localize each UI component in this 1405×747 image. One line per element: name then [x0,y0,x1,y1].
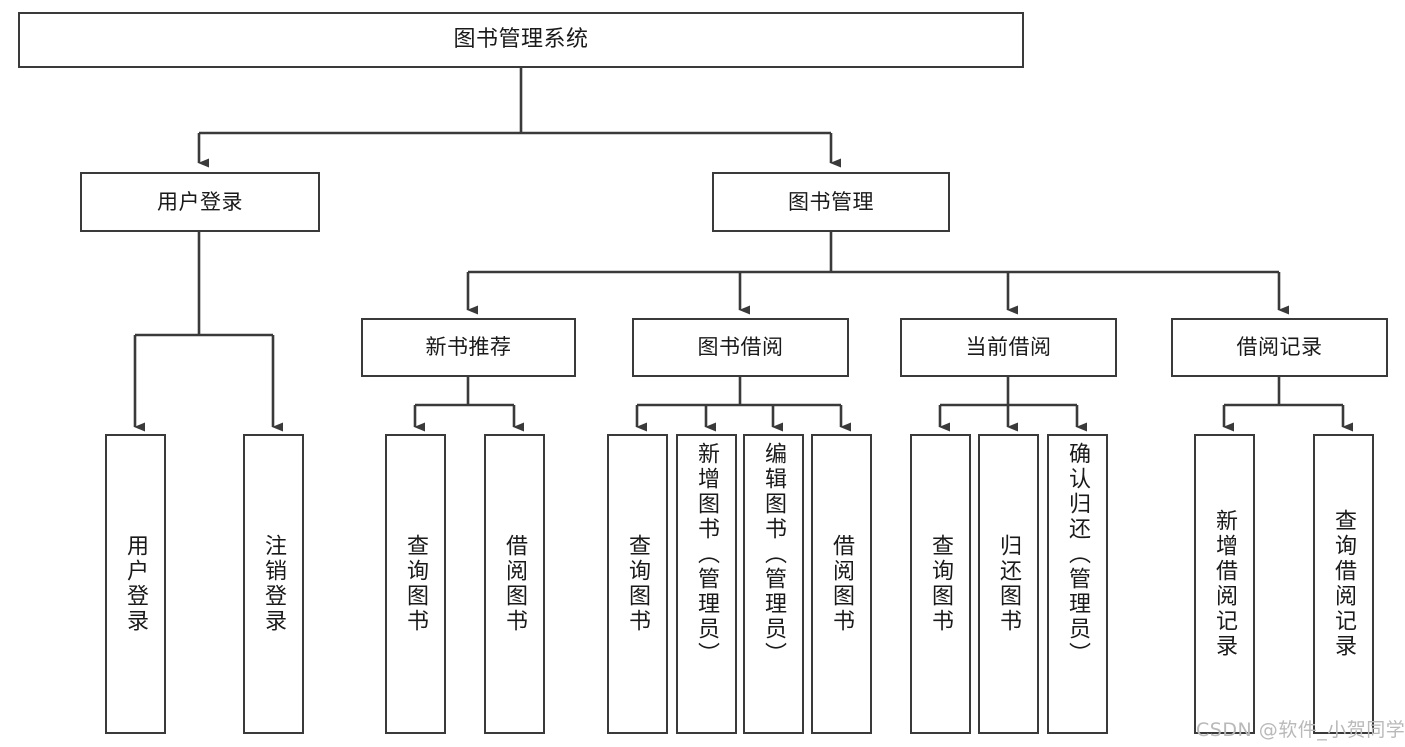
leaf-user-login-logout[interactable]: 注销登录 [243,434,304,734]
leaf-current-borrow-return-book[interactable]: 归还图书 [978,434,1039,734]
leaf-current-borrow-query-book[interactable]: 查询图书 [910,434,971,734]
node-book-borrow[interactable]: 图书借阅 [632,318,849,377]
node-label: 编辑图书（管理员） [761,442,787,667]
node-label: 确认归还（管理员） [1065,442,1091,667]
node-current-borrow[interactable]: 当前借阅 [900,318,1117,377]
leaf-book-borrow-query-book[interactable]: 查询图书 [607,434,668,734]
node-label: 查询图书 [403,534,429,634]
node-root-system[interactable]: 图书管理系统 [18,12,1024,68]
node-label: 用户登录 [157,189,243,214]
node-label: 新增图书（管理员） [694,442,720,667]
node-label: 查询图书 [928,534,954,634]
node-label: 用户登录 [123,534,149,634]
leaf-book-borrow-add-book-admin[interactable]: 新增图书（管理员） [676,434,737,734]
node-label: 图书管理 [788,189,874,214]
node-label: 图书借阅 [697,335,784,360]
leaf-book-borrow-edit-book-admin[interactable]: 编辑图书（管理员） [743,434,804,734]
leaf-new-book-borrow-book[interactable]: 借阅图书 [484,434,545,734]
node-new-book-recommend[interactable]: 新书推荐 [361,318,576,377]
node-label: 新增借阅记录 [1212,509,1238,659]
node-label: 借阅图书 [829,534,855,634]
leaf-borrow-record-add-record[interactable]: 新增借阅记录 [1194,434,1255,734]
node-label: 归还图书 [996,534,1022,634]
node-book-management[interactable]: 图书管理 [712,172,950,232]
node-label: 新书推荐 [425,335,512,360]
node-label: 图书管理系统 [453,27,589,53]
node-label: 查询借阅记录 [1331,509,1357,659]
node-label: 当前借阅 [965,335,1052,360]
node-label: 注销登录 [261,534,287,634]
node-label: 借阅图书 [502,534,528,634]
node-user-login[interactable]: 用户登录 [80,172,320,232]
leaf-current-borrow-confirm-return-admin[interactable]: 确认归还（管理员） [1047,434,1108,734]
node-borrow-record[interactable]: 借阅记录 [1171,318,1388,377]
leaf-book-borrow-borrow-book[interactable]: 借阅图书 [811,434,872,734]
csdn-watermark: CSDN @软件_小贺同学 [1196,719,1405,741]
node-label: 查询图书 [625,534,651,634]
leaf-borrow-record-query-record[interactable]: 查询借阅记录 [1313,434,1374,734]
leaf-user-login-login[interactable]: 用户登录 [105,434,166,734]
leaf-new-book-query-book[interactable]: 查询图书 [385,434,446,734]
node-label: 借阅记录 [1236,335,1323,360]
